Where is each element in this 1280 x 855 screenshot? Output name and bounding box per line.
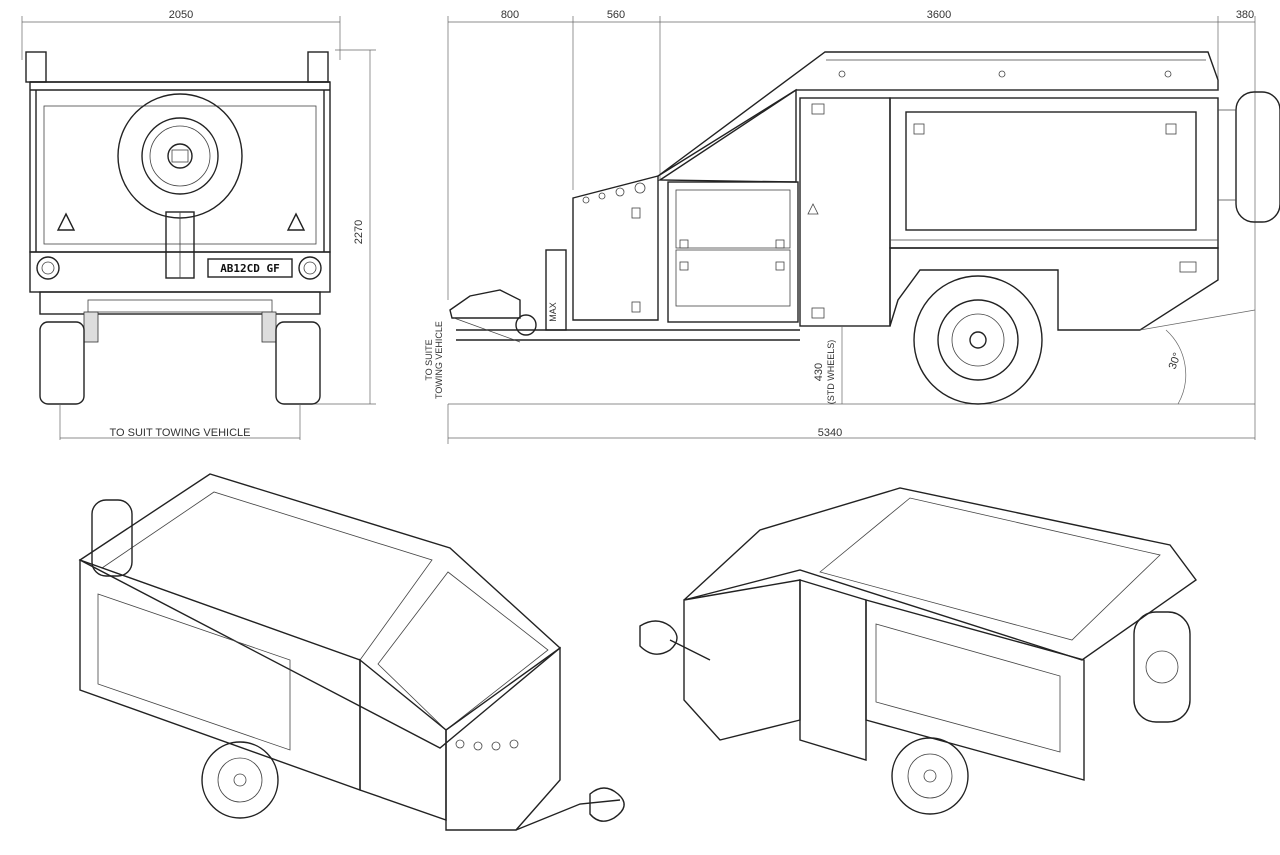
right-tail-light [298,256,322,280]
departure-angle-label: 30° [1167,351,1184,371]
front-angled-panel [657,88,797,183]
iso-right-side-panel [865,599,1085,781]
iso-right-roof-panel [819,497,1161,641]
rear-view: 2050 2270 [21,9,376,440]
dim-drawbar-length: 800 [501,9,519,21]
hitch-coupling [449,289,521,319]
iso-left-road-wheel [201,741,279,819]
main-body [889,97,1219,249]
iso-left-roof-outline [78,473,562,749]
side-roof [657,51,1219,177]
side-entry-door [799,97,891,327]
side-road-wheel [913,275,1043,405]
isometric-rear-left-view [78,473,625,831]
front-nose-box [572,175,659,321]
isometric-front-right-view [639,487,1197,815]
rear-spare-wheel [117,93,243,219]
side-view: 800 560 3600 380 [424,9,1280,444]
right-reflector-triangle-icon [286,212,306,231]
side-top-dimensions: 800 560 3600 380 [447,9,1256,440]
front-locker [667,181,799,323]
iso-right-window-flap [875,623,1061,753]
ground-clearance-dimension: 430 (STD WHEELS) [813,326,843,405]
side-spare-wheel [1235,91,1280,223]
left-tail-light [36,256,60,280]
rear-track-dimension: TO SUIT TOWING VEHICLE [59,404,301,440]
overall-length-label: 5340 [818,427,842,439]
door-warning-triangle-icon [807,203,819,215]
rear-track-label: TO SUIT TOWING VEHICLE [110,427,251,439]
lower-body [889,247,1219,331]
hitch-label-line1: TO SUITE [424,339,434,380]
iso-right-roof-outline [683,487,1197,661]
hitch-label-line2: TOWING VEHICLE [434,321,444,399]
left-reflector-triangle-icon [56,212,76,231]
number-plate-text: AB12CD GF [220,262,280,275]
iso-left-side-panel [79,559,361,791]
iso-left-front-locker [359,658,447,821]
rear-right-tyre [275,321,321,405]
iso-left-window-flap [97,593,291,751]
iso-right-entry-door [799,579,867,761]
iso-left-spare-wheel [91,499,133,577]
iso-right-hitch-coupling [639,620,678,655]
iso-left-nose-roof-panel [377,571,549,731]
rear-height-dimension: 2270 [310,49,376,405]
iso-left-roof-panel [101,491,433,661]
dim-body-length: 3600 [927,9,951,21]
clearance-value: 430 [813,363,825,381]
iso-right-spare-wheel [1133,611,1191,723]
iso-right-road-wheel [891,737,969,815]
number-plate [207,258,293,278]
winch-label: MAX [548,302,558,322]
dim-nose-length: 560 [607,9,625,21]
rear-width-dimension: 2050 [21,9,341,60]
iso-left-nose-box [445,646,561,831]
iso-right-nose-box [683,579,801,741]
clearance-note: (STD WHEELS) [826,340,836,405]
dim-spare-wheel-length: 380 [1236,9,1254,21]
overall-length-dimension: 5340 [447,404,1255,444]
side-window-flap [905,111,1197,231]
rear-height-label: 2270 [353,220,365,244]
departure-angle: 30° [1139,309,1256,405]
rear-width-label: 2050 [169,9,193,21]
iso-left-hitch-chain [589,787,625,822]
winch-wheel [515,314,537,336]
rear-left-tyre [39,321,85,405]
jockey-wheel-post [545,249,567,331]
